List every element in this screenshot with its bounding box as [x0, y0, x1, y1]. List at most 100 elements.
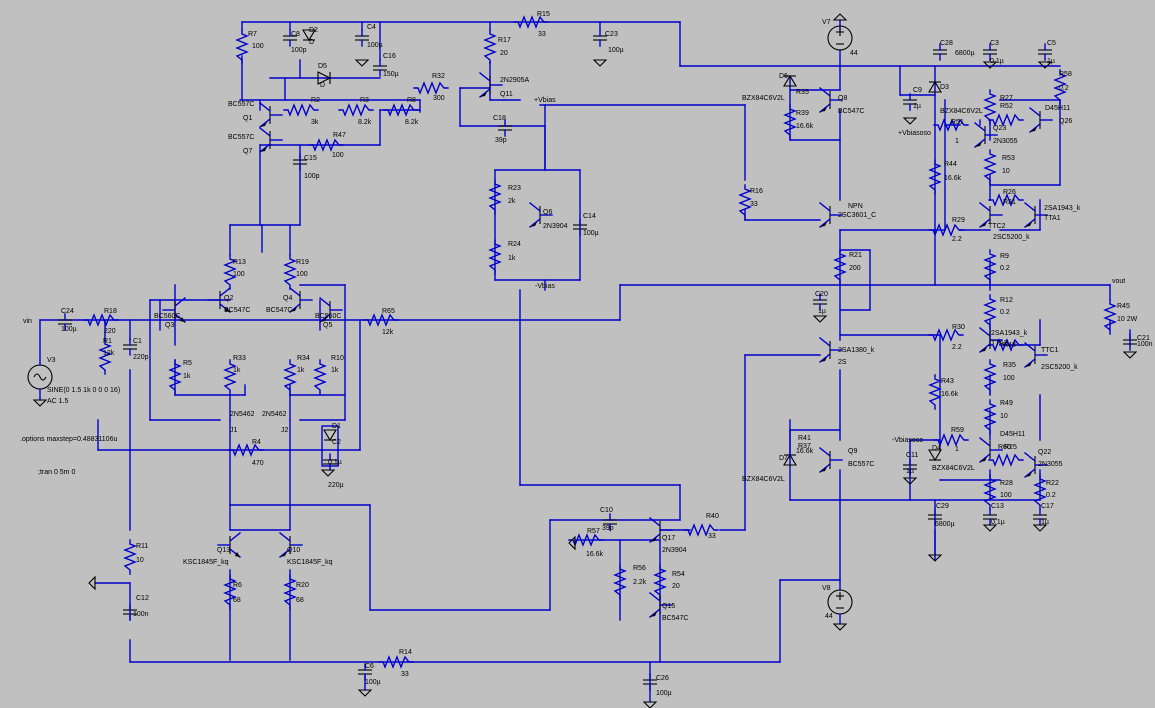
resistor-r53[interactable]	[983, 149, 997, 185]
resistor-r27[interactable]	[983, 89, 997, 125]
zener-d4[interactable]	[928, 449, 942, 462]
capacitor-c3[interactable]	[983, 43, 997, 61]
resistor-r40[interactable]	[683, 523, 719, 537]
capacitor-c1[interactable]	[123, 338, 137, 356]
transistor-q3[interactable]	[162, 297, 186, 323]
resistor-r14[interactable]	[378, 655, 414, 669]
transistor-tta2[interactable]	[979, 327, 1003, 353]
resistor-r5[interactable]	[168, 359, 182, 395]
zener-d6[interactable]	[783, 74, 797, 87]
capacitor-c5[interactable]	[1038, 43, 1052, 61]
voltage-source-v7[interactable]	[827, 13, 853, 51]
resistor-r45[interactable]	[1103, 299, 1117, 335]
resistor-r21[interactable]	[833, 249, 847, 285]
resistor-r24[interactable]	[488, 239, 502, 275]
capacitor-c15[interactable]	[293, 153, 307, 171]
resistor-r8[interactable]	[383, 103, 419, 117]
transistor-npn[interactable]	[819, 202, 843, 228]
capacitor-c18[interactable]	[498, 119, 512, 137]
resistor-r1[interactable]	[98, 339, 112, 375]
capacitor-c24[interactable]	[58, 313, 72, 331]
resistor-r20[interactable]	[283, 574, 297, 610]
diode-d1[interactable]	[321, 425, 339, 467]
zener-d7[interactable]	[783, 419, 797, 466]
resistor-r49[interactable]	[983, 399, 997, 435]
resistor-r28[interactable]	[983, 474, 997, 510]
resistor-r35[interactable]	[983, 359, 997, 395]
resistor-r23[interactable]	[488, 179, 502, 215]
capacitor-c21[interactable]	[1123, 333, 1137, 351]
diode-d5[interactable]	[317, 71, 332, 85]
resistor-r2[interactable]	[283, 103, 319, 117]
resistor-r17[interactable]	[483, 29, 497, 65]
resistor-r32[interactable]	[413, 81, 449, 95]
resistor-r34[interactable]	[283, 359, 297, 395]
transistor-q17[interactable]	[649, 517, 673, 543]
capacitor-c23[interactable]	[593, 29, 607, 47]
resistor-r6[interactable]	[223, 574, 237, 610]
resistor-r39[interactable]	[783, 104, 797, 140]
transistor-ttc1[interactable]	[1024, 342, 1048, 368]
transistor-q22_[interactable]	[979, 437, 1003, 463]
resistor-r48[interactable]	[988, 338, 1024, 352]
transistor-q22[interactable]	[1024, 452, 1048, 478]
resistor-r11[interactable]	[123, 539, 137, 575]
transistor-q8[interactable]	[819, 87, 843, 113]
capacitor-c14[interactable]	[573, 218, 587, 236]
resistor-r33[interactable]	[223, 359, 237, 395]
capacitor-c13[interactable]	[983, 508, 997, 526]
transistor-q7[interactable]	[259, 127, 283, 153]
resistor-r18[interactable]	[83, 313, 119, 327]
resistor-r47[interactable]	[308, 138, 344, 152]
zener-d3[interactable]	[928, 80, 942, 93]
capacitor-c9[interactable]	[903, 93, 917, 111]
transistor-ttc2[interactable]	[979, 202, 1003, 228]
resistor-r3[interactable]	[338, 103, 374, 117]
resistor-r10[interactable]	[313, 359, 327, 395]
resistor-r29[interactable]	[928, 223, 964, 237]
capacitor-c29[interactable]	[928, 508, 942, 526]
resistor-r56[interactable]	[613, 564, 627, 600]
transistor-q9[interactable]	[819, 447, 843, 473]
resistor-r52[interactable]	[988, 113, 1024, 127]
transistor-2sa1380_k[interactable]	[819, 337, 843, 363]
transistor-q10[interactable]	[279, 532, 303, 558]
transistor-q11[interactable]	[479, 72, 503, 98]
resistor-r26[interactable]	[988, 193, 1024, 207]
resistor-r51[interactable]	[933, 118, 969, 132]
capacitor-c8[interactable]	[283, 29, 297, 47]
capacitor-c4[interactable]	[355, 29, 369, 47]
capacitor-c11[interactable]	[903, 458, 917, 476]
capacitor-c2[interactable]	[323, 453, 337, 471]
resistor-r59[interactable]	[933, 433, 969, 447]
diode-d2[interactable]	[302, 29, 316, 42]
transistor-tta1[interactable]	[1024, 202, 1048, 228]
resistor-r9[interactable]	[983, 249, 997, 285]
capacitor-c20[interactable]	[813, 293, 827, 311]
capacitor-c10[interactable]	[603, 513, 617, 531]
capacitor-c28[interactable]	[933, 43, 947, 61]
resistor-r57[interactable]	[568, 533, 604, 547]
voltage-source-v3[interactable]	[27, 319, 53, 407]
resistor-r13[interactable]	[223, 254, 237, 290]
resistor-r44[interactable]	[928, 159, 942, 195]
resistor-r22[interactable]	[1033, 474, 1047, 510]
resistor-r54[interactable]	[653, 564, 667, 600]
resistor-r16[interactable]	[738, 184, 752, 220]
transistor-q2[interactable]	[207, 287, 231, 313]
transistor-q15[interactable]	[649, 592, 673, 618]
resistor-r58[interactable]	[1053, 69, 1067, 105]
resistor-r19[interactable]	[283, 254, 297, 290]
transistor-q5[interactable]	[319, 297, 343, 323]
capacitor-c16[interactable]	[373, 59, 387, 77]
transistor-q1[interactable]	[259, 102, 283, 128]
transistor-q6[interactable]	[529, 202, 553, 228]
transistor-q13[interactable]	[217, 532, 241, 558]
transistor-q4[interactable]	[289, 287, 313, 313]
voltage-source-v8[interactable]	[827, 589, 853, 631]
resistor-r30[interactable]	[928, 328, 964, 342]
resistor-r7[interactable]	[235, 29, 249, 65]
resistor-r65[interactable]	[363, 313, 399, 327]
resistor-r43[interactable]	[928, 374, 942, 410]
